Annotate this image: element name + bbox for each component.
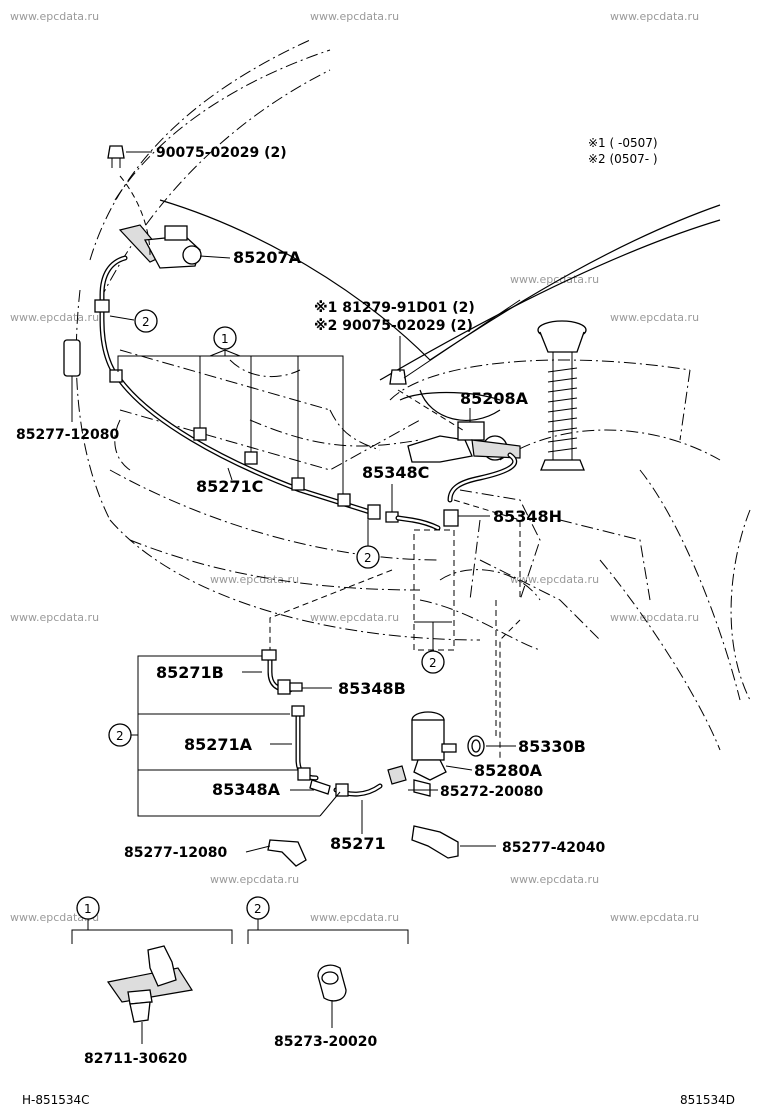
joint-85348a <box>309 779 331 795</box>
watermark-text: www.epcdata.ru <box>610 611 699 624</box>
callout-number: 2 <box>142 315 150 329</box>
watermark-text: www.epcdata.ru <box>210 573 299 586</box>
part-label-85207a: 85207A <box>233 248 302 267</box>
watermark-text: www.epcdata.ru <box>610 311 699 324</box>
hose-clip <box>291 705 305 717</box>
part-label-85271: 85271 <box>330 834 386 853</box>
part-label-81279-91d01: ※1 81279-91D01 (2) <box>314 300 475 316</box>
part-label-85348h: 85348H <box>493 507 562 526</box>
part-label-90075-02029: 90075-02029 (2) <box>156 145 287 161</box>
callout-circle-2-mid: 2 <box>356 545 380 569</box>
washer-nozzle-right <box>389 369 521 463</box>
hose-85271c <box>109 369 381 520</box>
part-label-85271c: 85271C <box>196 477 263 496</box>
watermark-text: www.epcdata.ru <box>10 611 99 624</box>
part-label-85277-12080-lower: 85277-12080 <box>124 845 227 861</box>
part-label-85277-42040: 85277-42040 <box>502 840 605 856</box>
hose-left-vertical <box>94 255 128 383</box>
part-label-85273-20020: 85273-20020 <box>274 1034 377 1050</box>
watermarks: www.epcdata.ru www.epcdata.ru www.epcdat… <box>10 10 699 924</box>
callout-circle-1-detail: 1 <box>76 896 100 920</box>
watermark-text: www.epcdata.ru <box>310 10 399 23</box>
footer-code-right: 851534D <box>680 1093 735 1107</box>
callout-number: 2 <box>254 902 262 916</box>
joint-85348h <box>443 509 459 527</box>
strut-assembly <box>537 320 587 471</box>
part-label-85280a: 85280A <box>474 761 543 780</box>
callout-circle-1-top: 1 <box>213 326 237 350</box>
footer-code-left: H-851534C <box>22 1093 90 1107</box>
note-line-1: ※1 ( -0507) <box>588 136 658 150</box>
watermark-text: www.epcdata.ru <box>210 873 299 886</box>
watermark-text: www.epcdata.ru <box>10 10 99 23</box>
part-label-82711-30620: 82711-30620 <box>84 1051 187 1067</box>
hose-cover-lower-right <box>411 825 459 859</box>
part-label-85348a: 85348A <box>212 780 281 799</box>
washer-nozzle-left <box>118 224 202 269</box>
watermark-text: www.epcdata.ru <box>510 873 599 886</box>
part-label-90075-02029-2: ※2 90075-02029 (2) <box>314 318 473 334</box>
note-line-2: ※2 (0507- ) <box>588 152 658 166</box>
leader-line <box>109 315 135 321</box>
callout-circle-2-lower: 2 <box>108 723 138 747</box>
watermark-text: www.epcdata.ru <box>10 311 99 324</box>
joint-85348c <box>385 484 399 523</box>
grommet-85330b <box>467 735 485 757</box>
detail-2 <box>247 918 409 1028</box>
joint-85348b <box>277 679 303 695</box>
part-label-85208a: 85208A <box>460 389 529 408</box>
clamp-85272 <box>387 765 407 785</box>
bolt-icon <box>107 145 125 168</box>
hose-clip <box>297 767 311 781</box>
watermark-text: www.epcdata.ru <box>310 911 399 924</box>
washer-tank <box>413 499 521 760</box>
routing-dashes <box>119 175 497 740</box>
watermark-text: www.epcdata.ru <box>510 573 599 586</box>
part-label-85348c: 85348C <box>362 463 429 482</box>
callout-1-bracket <box>117 349 344 494</box>
callout-2-bracket-lower <box>137 655 341 817</box>
callout-number: 2 <box>364 551 372 565</box>
part-label-85272-20080: 85272-20080 <box>440 784 543 800</box>
callout-circle-2-left: 2 <box>134 309 158 333</box>
leader-lines <box>126 151 521 853</box>
hose-cover-left <box>63 339 81 422</box>
watermark-text: www.epcdata.ru <box>310 611 399 624</box>
hose-cover-lower-left <box>267 839 307 867</box>
callout-number: 1 <box>221 332 229 346</box>
part-label-85271b: 85271B <box>156 663 224 682</box>
hose-clip <box>261 649 277 661</box>
callout-circle-2-detail: 2 <box>246 896 270 920</box>
detail-1 <box>71 918 233 1044</box>
callout-number: 2 <box>116 729 124 743</box>
vehicle-body-outline <box>75 39 751 751</box>
callout-number: 1 <box>84 902 92 916</box>
callout-number: 2 <box>429 656 437 670</box>
callout-2-bracket-tank <box>414 621 452 650</box>
part-label-85330b: 85330B <box>518 737 586 756</box>
watermark-text: www.epcdata.ru <box>510 273 599 286</box>
watermark-text: www.epcdata.ru <box>10 911 99 924</box>
part-label-85348b: 85348B <box>338 679 406 698</box>
part-label-85271a: 85271A <box>184 735 253 754</box>
washer-pump-motor <box>411 711 457 797</box>
part-label-85277-12080-upper: 85277-12080 <box>16 427 119 443</box>
watermark-text: www.epcdata.ru <box>610 911 699 924</box>
callout-circle-2-tank: 2 <box>421 650 445 674</box>
watermark-text: www.epcdata.ru <box>610 10 699 23</box>
